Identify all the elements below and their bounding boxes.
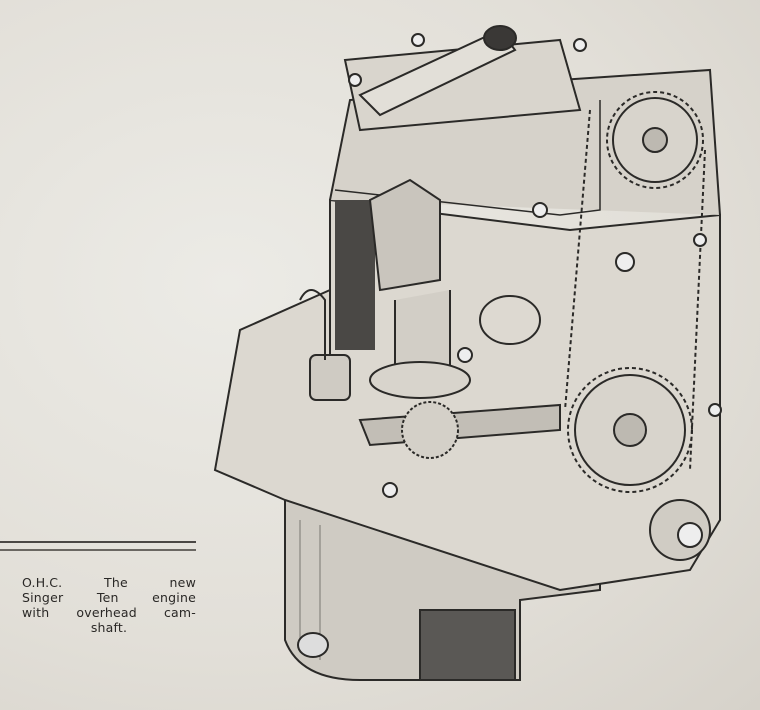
- figure-caption: O.H.C. The new Singer Ten engine with ov…: [22, 575, 196, 635]
- caption-line: shaft.: [90, 620, 128, 635]
- divider-rule: [0, 541, 196, 551]
- caption-line: Singer Ten engine: [22, 590, 196, 605]
- engine-illustration: [213, 25, 722, 681]
- caption-line: O.H.C. The new: [22, 575, 196, 590]
- caption-line: with overhead cam-: [22, 605, 196, 620]
